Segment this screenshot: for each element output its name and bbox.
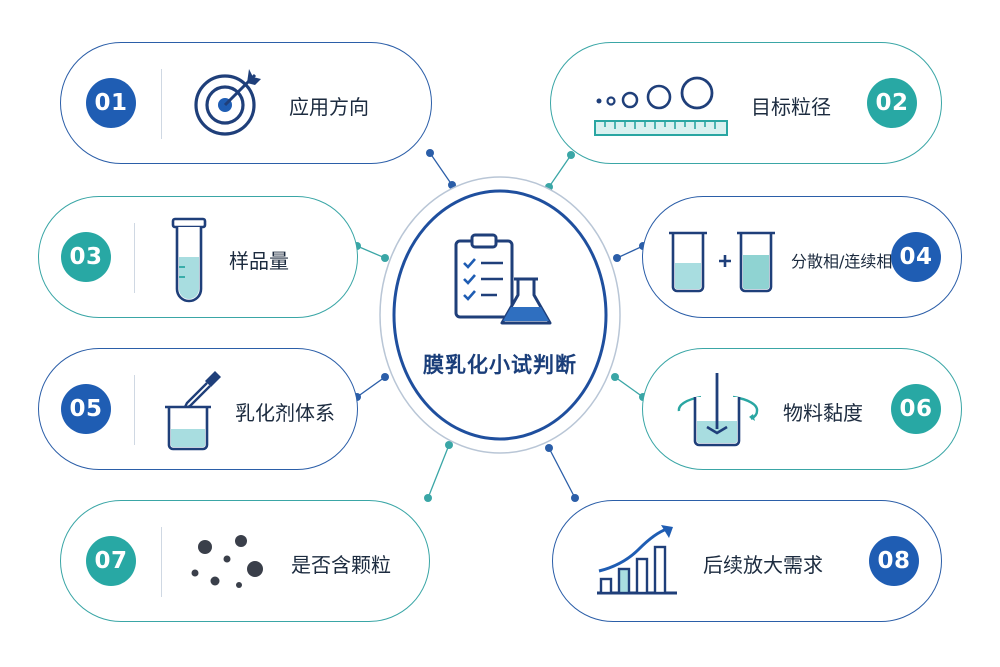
item-card-08: 后续放大需求 08 <box>552 500 942 622</box>
stirring-beaker-icon <box>677 373 759 447</box>
item-card-06: 物料黏度 06 <box>642 348 962 470</box>
item-label: 物料黏度 <box>783 401 863 425</box>
item-label: 样品量 <box>229 249 289 273</box>
divider <box>134 375 135 445</box>
item-label: 分散相/连续相 <box>791 252 893 271</box>
item-card-03: 03 样品量 <box>38 196 358 318</box>
item-label: 应用方向 <box>289 95 369 119</box>
connector-02 <box>548 154 572 188</box>
connector-08 <box>548 447 576 499</box>
item-label: 目标粒径 <box>751 95 831 119</box>
connector-01 <box>429 152 453 186</box>
item-number-badge: 07 <box>86 536 136 586</box>
item-number-badge: 02 <box>867 78 917 128</box>
growth-chart-icon <box>597 525 677 595</box>
center-hub: 膜乳化小试判断 <box>378 175 622 455</box>
connector-04 <box>616 245 644 259</box>
divider <box>161 527 162 597</box>
item-number-badge: 06 <box>891 384 941 434</box>
dropper-beaker-icon <box>165 371 221 451</box>
clipboard-flask-icon <box>454 233 552 325</box>
connector-05 <box>356 376 386 398</box>
particle-size-ruler-icon <box>594 76 728 136</box>
divider <box>161 69 162 139</box>
item-label: 乳化剂体系 <box>235 401 335 425</box>
item-card-01: 01 应用方向 <box>60 42 432 164</box>
item-label: 后续放大需求 <box>703 553 823 577</box>
item-label: 是否含颗粒 <box>291 553 391 577</box>
test-tube-icon <box>171 217 207 303</box>
item-number-badge: 01 <box>86 78 136 128</box>
item-card-02: 目标粒径 02 <box>550 42 942 164</box>
item-card-07: 07 是否含颗粒 <box>60 500 430 622</box>
item-number-badge: 04 <box>891 232 941 282</box>
connector-06 <box>614 376 644 398</box>
item-card-04: 分散相/连续相 04 <box>642 196 962 318</box>
particles-icon <box>191 535 263 588</box>
item-number-badge: 08 <box>869 536 919 586</box>
center-title: 膜乳化小试判断 <box>423 353 577 377</box>
item-card-05: 05 乳化剂体系 <box>38 348 358 470</box>
connector-03 <box>356 245 386 259</box>
connector-07 <box>427 444 450 499</box>
target-icon <box>194 69 261 136</box>
item-number-badge: 03 <box>61 232 111 282</box>
two-beakers-icon <box>669 231 775 293</box>
divider <box>134 223 135 293</box>
item-number-badge: 05 <box>61 384 111 434</box>
